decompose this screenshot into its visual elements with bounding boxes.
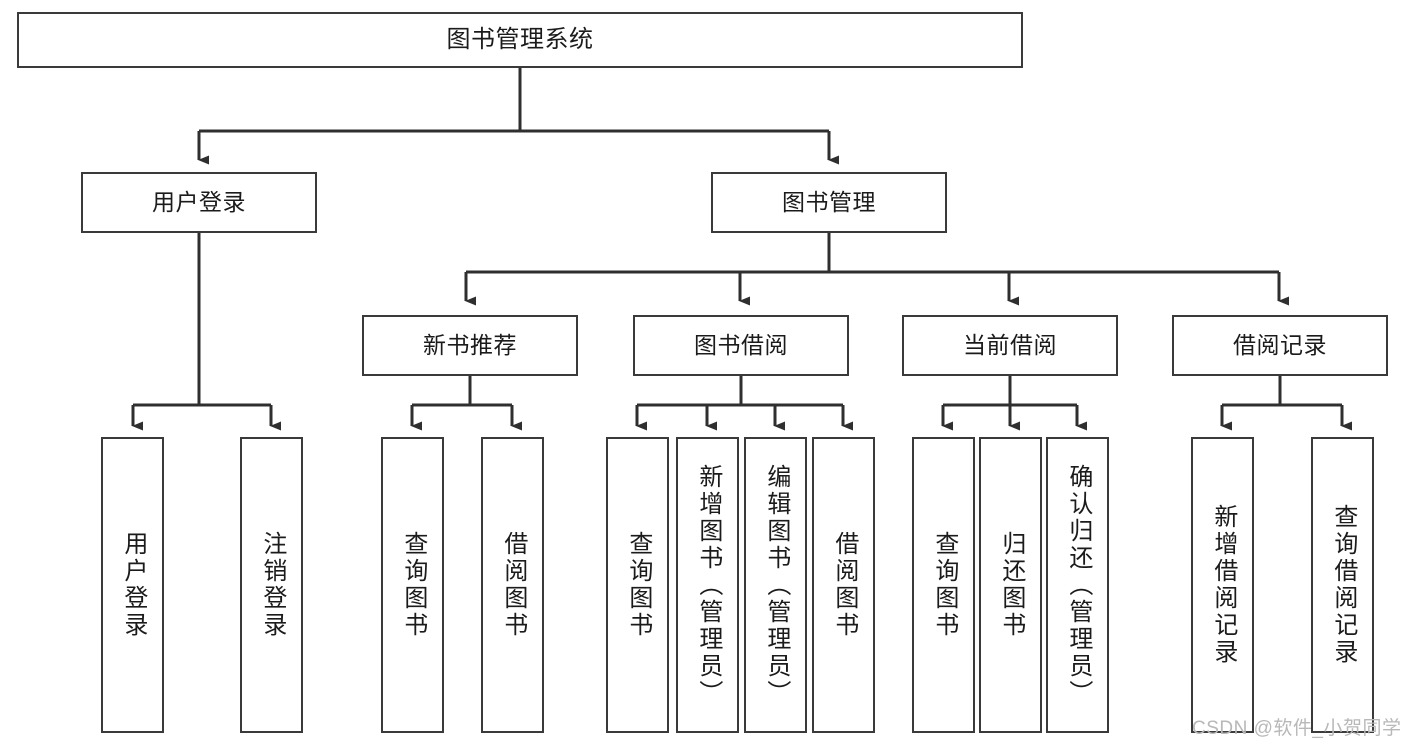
node-leaf-query-book-borrow[interactable]: 查询图书 (606, 437, 669, 733)
node-user-login[interactable]: 用户登录 (81, 172, 317, 233)
node-label: 新增借阅记录 (1209, 504, 1237, 666)
node-label: 查询图书 (624, 531, 652, 639)
node-label: 借阅图书 (830, 531, 858, 639)
node-label: 借阅图书 (499, 531, 527, 639)
node-root-book-management-system[interactable]: 图书管理系统 (17, 12, 1023, 68)
node-book-management[interactable]: 图书管理 (711, 172, 947, 233)
node-label: 借阅记录 (1233, 331, 1327, 358)
node-label: 当前借阅 (963, 331, 1057, 358)
node-label: 图书管理 (782, 188, 876, 215)
node-leaf-query-book-current[interactable]: 查询图书 (912, 437, 975, 733)
node-leaf-user-login[interactable]: 用户登录 (101, 437, 164, 733)
node-leaf-edit-book-admin[interactable]: 编辑图书（管理员） (744, 437, 807, 733)
node-label: 用户登录 (119, 531, 147, 639)
node-label: 查询借阅记录 (1329, 504, 1357, 666)
node-leaf-query-book-recommend[interactable]: 查询图书 (381, 437, 444, 733)
node-label: 用户登录 (152, 188, 246, 215)
node-current-borrow[interactable]: 当前借阅 (902, 315, 1118, 376)
node-label: 编辑图书（管理员） (762, 463, 790, 707)
node-label: 确认归还（管理员） (1064, 463, 1092, 707)
node-leaf-borrow-book[interactable]: 借阅图书 (812, 437, 875, 733)
node-leaf-add-borrow-record[interactable]: 新增借阅记录 (1191, 437, 1254, 733)
node-label: 图书管理系统 (446, 25, 594, 53)
node-label: 注销登录 (258, 531, 286, 639)
node-leaf-confirm-return-admin[interactable]: 确认归还（管理员） (1046, 437, 1109, 733)
node-borrow-record[interactable]: 借阅记录 (1172, 315, 1388, 376)
node-label: 查询图书 (399, 531, 427, 639)
node-label: 查询图书 (930, 531, 958, 639)
node-leaf-return-book[interactable]: 归还图书 (979, 437, 1042, 733)
node-label: 新增图书（管理员） (694, 463, 722, 707)
node-new-book-recommend[interactable]: 新书推荐 (362, 315, 578, 376)
node-leaf-add-book-admin[interactable]: 新增图书（管理员） (676, 437, 739, 733)
node-label: 图书借阅 (694, 331, 788, 358)
node-leaf-borrow-book-recommend[interactable]: 借阅图书 (481, 437, 544, 733)
node-label: 归还图书 (997, 531, 1025, 639)
node-book-borrow[interactable]: 图书借阅 (633, 315, 849, 376)
node-leaf-logout[interactable]: 注销登录 (240, 437, 303, 733)
csdn-watermark: CSDN @软件_小贺同学 (1192, 718, 1402, 739)
node-label: 新书推荐 (423, 331, 517, 358)
node-leaf-query-borrow-record[interactable]: 查询借阅记录 (1311, 437, 1374, 733)
